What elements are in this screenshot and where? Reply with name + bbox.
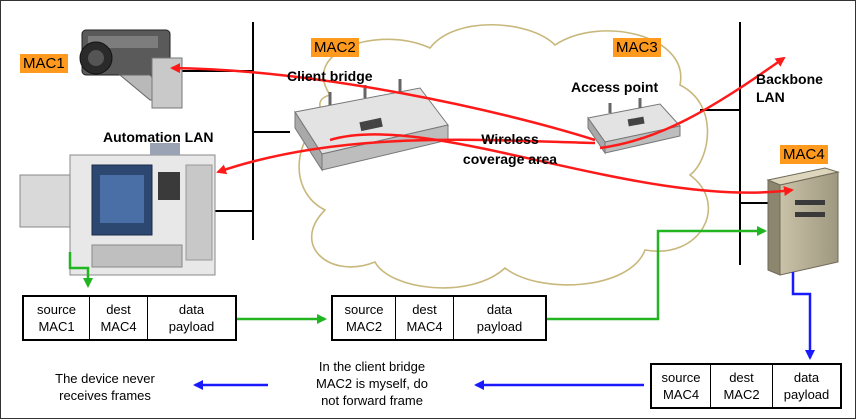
client-bridge-label: Client bridge bbox=[287, 68, 373, 84]
device-note: The device never receives frames bbox=[55, 371, 155, 403]
cnc-machine-icon bbox=[19, 143, 216, 276]
frame-to-server-arrow bbox=[329, 133, 794, 196]
ip-camera-icon bbox=[79, 29, 183, 109]
frame-to-machine-arrow bbox=[216, 138, 596, 175]
machine-to-frame1-arrow bbox=[68, 252, 93, 288]
wireless-label-line2: coverage area bbox=[462, 151, 558, 167]
backbone-label-line2: LAN bbox=[756, 89, 785, 105]
client-bridge-note: In the client bridge MAC2 is myself, do … bbox=[316, 359, 428, 408]
frame-to-camera-arrow bbox=[170, 63, 596, 142]
access-point-label: Access point bbox=[571, 79, 659, 95]
mac4-tag: MAC4 bbox=[780, 145, 828, 164]
server-tower-icon bbox=[766, 167, 840, 276]
frame-to-backbone-arrow bbox=[599, 56, 786, 150]
mac1-tag: MAC1 bbox=[20, 54, 68, 73]
mac3-tag: MAC3 bbox=[613, 38, 661, 57]
frame2-to-server-arrow bbox=[547, 226, 767, 321]
client-bridge-device-icon bbox=[294, 79, 449, 172]
access-point-device-icon bbox=[587, 98, 681, 155]
wireless-label-line1: Wireless bbox=[481, 131, 539, 147]
automation-lan-label: Automation LAN bbox=[103, 129, 214, 145]
server-to-frame3-arrow bbox=[791, 272, 815, 360]
backbone-label-line1: Backbone bbox=[756, 71, 823, 87]
wireless-coverage-cloud bbox=[298, 24, 710, 289]
mac2-tag: MAC2 bbox=[311, 38, 359, 57]
